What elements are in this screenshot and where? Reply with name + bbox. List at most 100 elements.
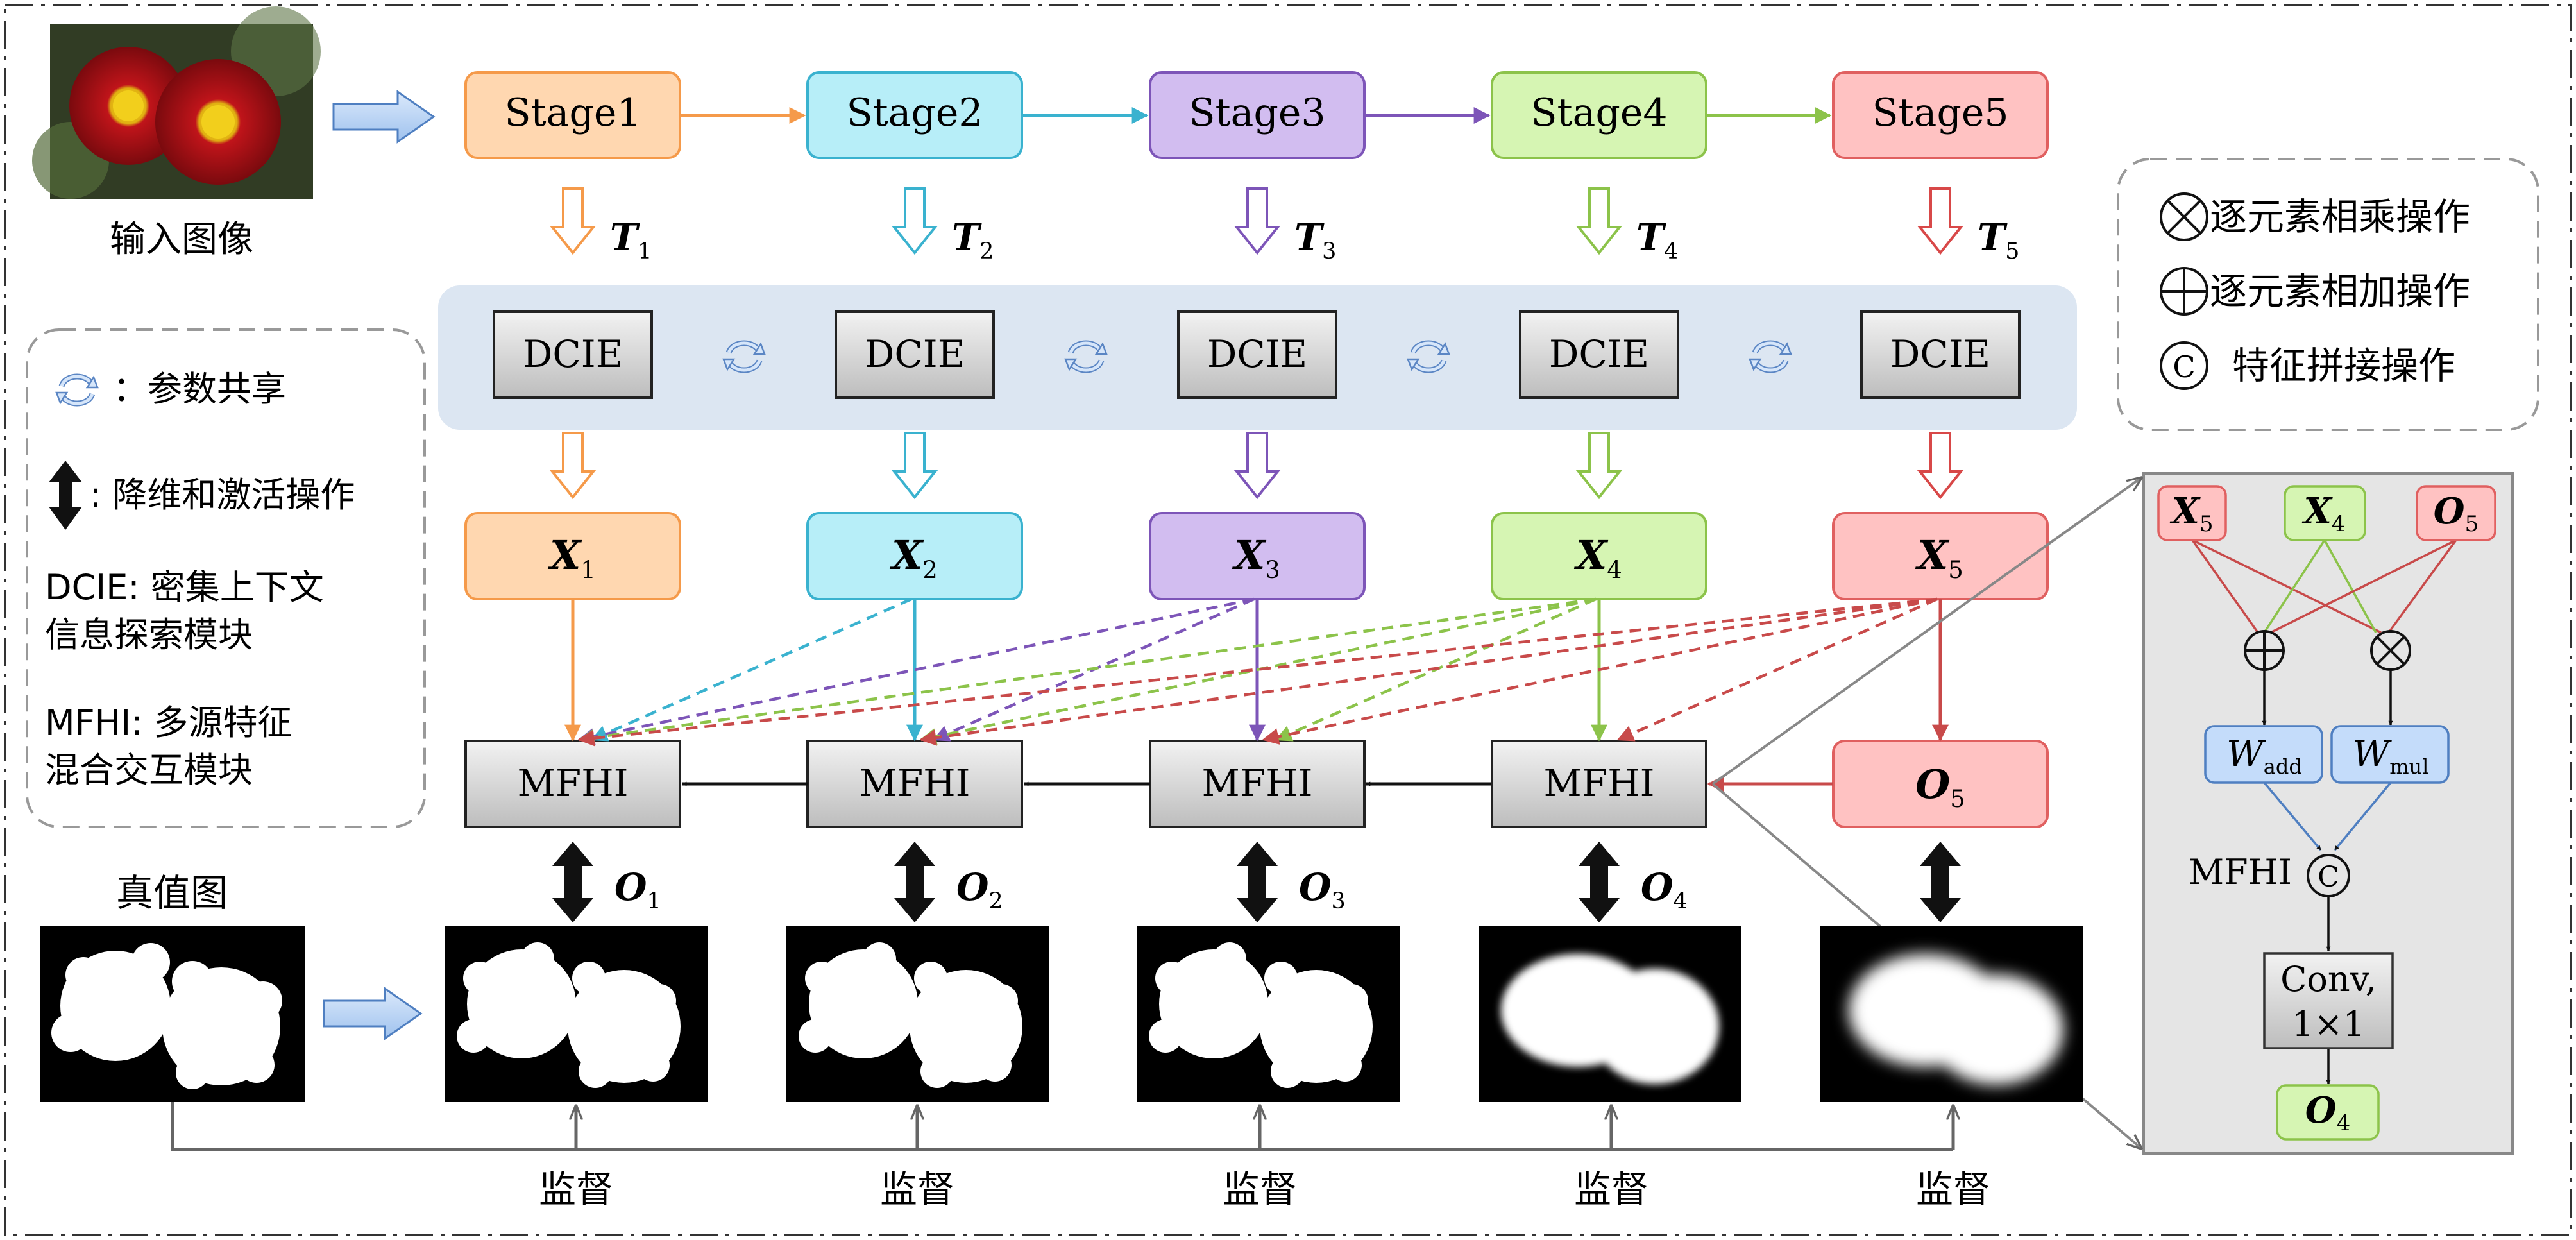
legend-reduce: : 降维和激活操作 [90, 475, 355, 515]
detail-input-x4 [2284, 485, 2366, 541]
output-o5-label: O5 [1915, 761, 1965, 813]
stage-label: Stage2 [846, 90, 983, 135]
stage-box [1832, 71, 2049, 159]
double-arrow-icon [894, 842, 935, 922]
detail-input-x5 [2157, 485, 2227, 541]
down-arrow [1575, 187, 1623, 255]
dcie-label: DCIE [523, 332, 623, 376]
double-arrow-icon [49, 461, 82, 530]
feature-t-label: T3 [1294, 216, 1336, 264]
feature-x-label: X2 [889, 532, 938, 584]
stage-label: Stage5 [1872, 90, 2008, 135]
stage-label: Stage1 [504, 90, 641, 135]
fusion-link [590, 597, 912, 742]
zoom-line [1711, 478, 2141, 785]
fusion-link [577, 597, 1255, 745]
down-arrow [549, 432, 597, 500]
down-arrow [1917, 187, 1964, 255]
dcie-label: DCIE [1207, 332, 1307, 376]
legend-add: 逐元素相加操作 [2210, 269, 2470, 313]
dcie-box [1177, 310, 1337, 399]
input-image [32, 6, 321, 199]
down-arrow [1233, 187, 1281, 255]
feature-t-label: T4 [1636, 216, 1678, 264]
dcie-box [493, 310, 653, 399]
detail-concat-node: C [2307, 854, 2350, 897]
gt-label: 真值图 [116, 871, 228, 915]
feature-x-label: X3 [1232, 532, 1280, 584]
supervision-label: 监督 [539, 1168, 613, 1211]
add-icon [2160, 267, 2208, 316]
dcie-box [1860, 310, 2021, 399]
prediction-mask [445, 926, 708, 1102]
gt-mask [40, 926, 305, 1102]
output-o-label: O2 [956, 865, 1003, 914]
down-arrow [1917, 432, 1964, 500]
feature-t-label: T5 [1978, 216, 2019, 264]
dcie-label: DCIE [1549, 332, 1649, 376]
mfhi-box [464, 740, 681, 828]
prediction-mask [786, 926, 1049, 1102]
supervision-label: 监督 [1223, 1168, 1297, 1211]
svg-text:C: C [2318, 861, 2339, 894]
svg-text:O4: O4 [2305, 1089, 2350, 1136]
feature-x-label: X4 [1573, 532, 1622, 584]
fusion-link [577, 597, 1597, 746]
output-o-label: O4 [1641, 865, 1688, 914]
feature-t-label: T1 [610, 216, 652, 264]
concat-icon: C [2160, 341, 2208, 390]
double-arrow-icon [1237, 842, 1278, 922]
prediction-mask [1137, 926, 1400, 1102]
supervision-label: 监督 [880, 1168, 954, 1211]
input-arrow [332, 90, 436, 144]
detail-mul-node [2370, 630, 2411, 671]
svg-text:Wadd: Wadd [2226, 733, 2302, 779]
fusion-link [1262, 597, 1938, 745]
mfhi-label: MFHI [1201, 761, 1312, 805]
detail-conv-1: Conv, [2280, 959, 2377, 999]
fusion-link [919, 597, 1938, 746]
down-arrow [891, 432, 938, 500]
svg-text:O5: O5 [2434, 490, 2479, 537]
feature-x-label: X1 [547, 532, 596, 584]
legend-left [26, 328, 426, 828]
legend-mfhi-1: MFHI: 多源特征 [45, 702, 292, 743]
double-arrow-icon [1579, 842, 1620, 922]
outer-frame [4, 4, 2572, 1236]
mfhi-label: MFHI [1543, 761, 1654, 805]
detail-conv-2: 1×1 [2292, 1004, 2365, 1044]
dcie-box [835, 310, 995, 399]
stage-label: Stage3 [1189, 90, 1325, 135]
output-o-label: O3 [1299, 865, 1346, 914]
detail-edges [2191, 539, 2457, 1085]
fusion-link [1616, 597, 1938, 742]
prediction-mask [1820, 926, 2083, 1102]
gt-arrow [323, 987, 423, 1040]
svg-text:X5: X5 [2169, 490, 2213, 537]
double-arrow-icon [552, 842, 593, 922]
detail-w-add [2204, 725, 2323, 784]
input-caption: 输入图像 [110, 219, 253, 260]
detail-output-o4 [2276, 1084, 2380, 1141]
double-arrow-icon [1920, 842, 1961, 922]
supervision-label: 监督 [1916, 1168, 1990, 1211]
detail-mfhi-label: MFHI [2189, 852, 2292, 892]
share-icon [56, 377, 97, 403]
down-arrow [891, 187, 938, 255]
legend-share: ：参数共享 [113, 369, 286, 409]
legend-mfhi-2: 混合交互模块 [45, 750, 253, 790]
prediction-mask [1479, 926, 1741, 1102]
mul-icon [2160, 192, 2208, 241]
mfhi-label: MFHI [517, 761, 628, 805]
down-arrow [1575, 432, 1623, 500]
detail-w-mul [2330, 725, 2450, 784]
legend-concat: 特征拼接操作 [2232, 344, 2455, 387]
legend-dcie-1: DCIE: 密集上下文 [45, 567, 324, 607]
fusion-link [577, 597, 1938, 747]
svg-text:X4: X4 [2301, 490, 2345, 537]
fusion-link [919, 597, 1597, 745]
mfhi-label: MFHI [859, 761, 970, 805]
dcie-label: DCIE [865, 332, 965, 376]
feature-x-label: X5 [1915, 532, 1963, 584]
